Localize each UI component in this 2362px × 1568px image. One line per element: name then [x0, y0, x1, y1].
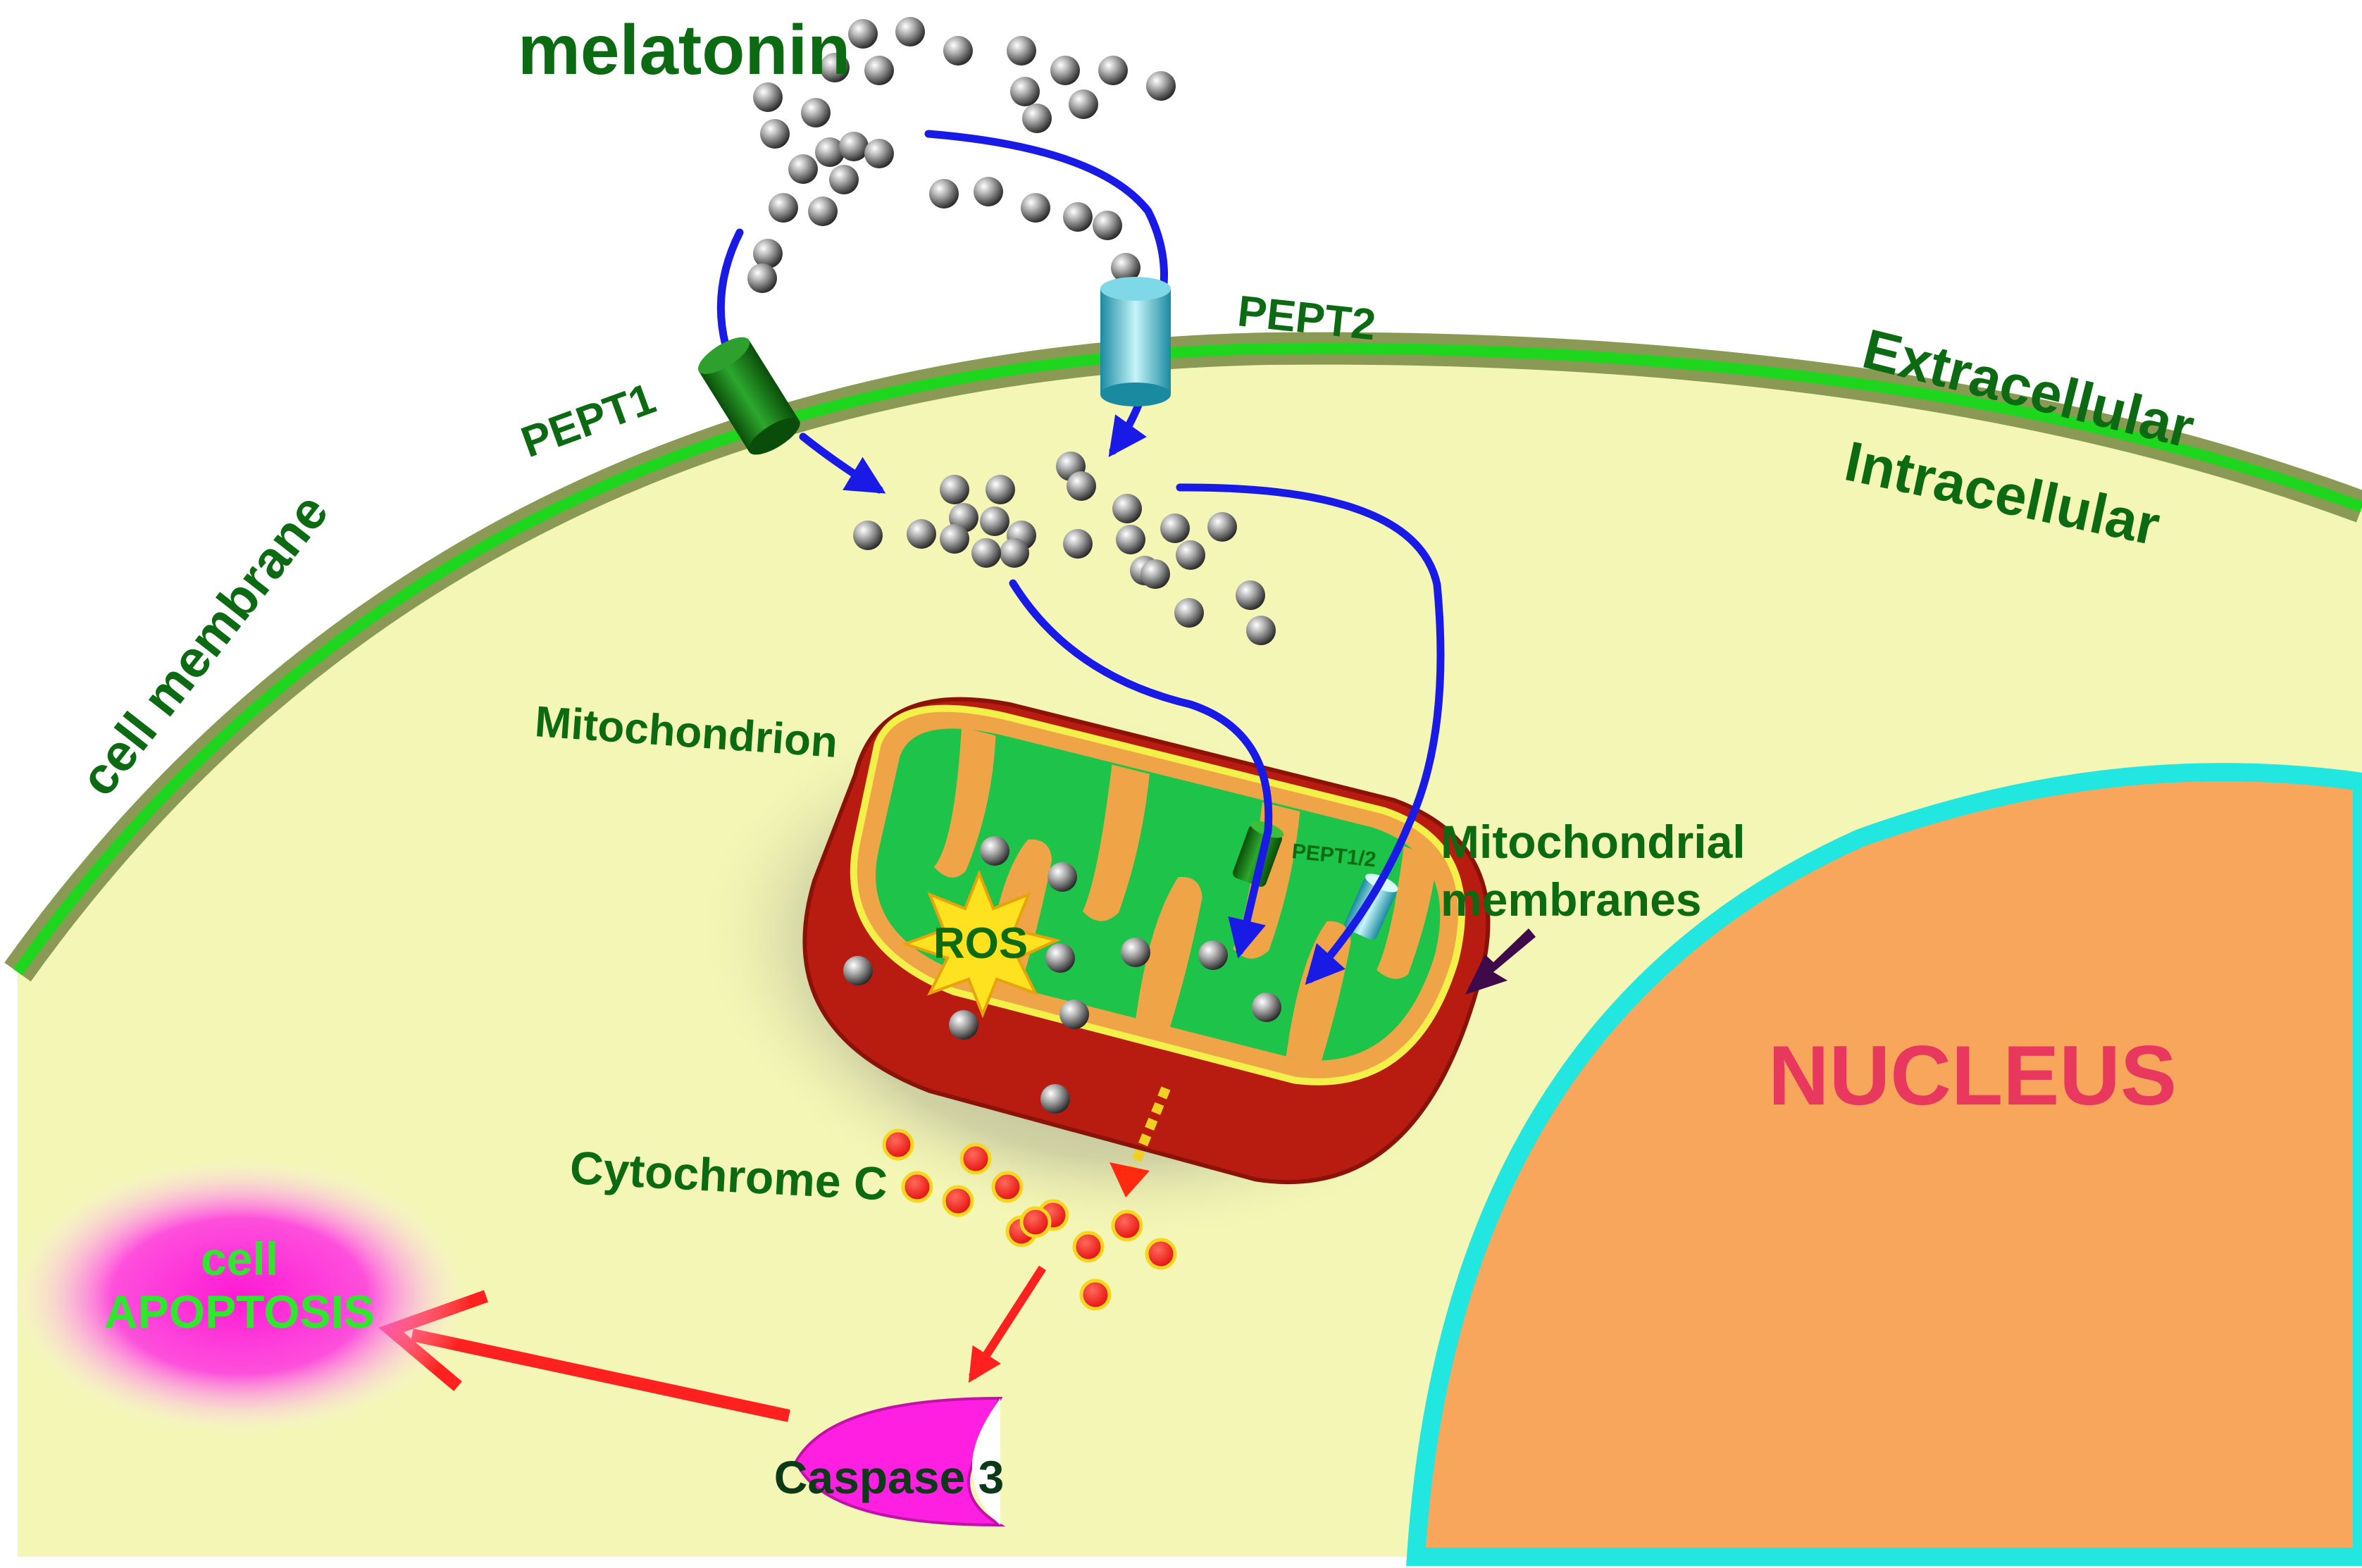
cell-membrane-inner [13, 342, 2362, 976]
arrow-pept1-to-cytoplasm [799, 433, 886, 494]
ros-star [900, 869, 1062, 1019]
arrow-into-pept1 [716, 228, 744, 349]
melatonin-molecules-intracellular [853, 452, 1276, 645]
arrow-cytoplasm-to-mito-pept1 [1009, 579, 1273, 959]
mito-membrane-pointer-arrow [1465, 928, 1536, 995]
mitochondrion [802, 697, 1491, 1184]
melatonin-molecules-extracellular [747, 17, 1176, 293]
pept2-transporter [1100, 277, 1171, 406]
arrow-cytoplasm-to-mito-pept2 [1176, 483, 1445, 985]
mito-membranes-label-line1: Mitochondrial [1441, 816, 1746, 868]
ros-burst: ROS [900, 869, 1062, 1019]
arrow-caspase-to-apoptosis [411, 1329, 790, 1422]
arrow-into-pept2 [924, 130, 1168, 300]
cytochrome-c-molecules [882, 1128, 1177, 1311]
apoptosis-glow [7, 1155, 472, 1437]
melatonin-label: melatonin [518, 11, 850, 89]
caspase-3-notch [972, 1398, 1000, 1525]
nucleus-label: NUCLEUS [1768, 1028, 2177, 1123]
pept1-transporter [697, 337, 800, 455]
ros-label: ROS [933, 919, 1028, 968]
caspase-3: Caspase 3 [774, 1396, 1006, 1527]
apoptosis-label-line2: APOPTOSIS [104, 1286, 375, 1338]
melatonin-molecules-mitochondrial [843, 836, 1281, 1114]
arrow-cytochrome-to-caspase [968, 1265, 1047, 1383]
apoptosis-label-line1: cell [201, 1233, 278, 1285]
mito-membranes-label-line2: membranes [1441, 873, 1702, 926]
caspase-3-label: Caspase 3 [774, 1451, 1005, 1503]
nucleus [1406, 763, 2362, 1566]
cytochrome-release-arrow-head [1109, 1162, 1150, 1197]
